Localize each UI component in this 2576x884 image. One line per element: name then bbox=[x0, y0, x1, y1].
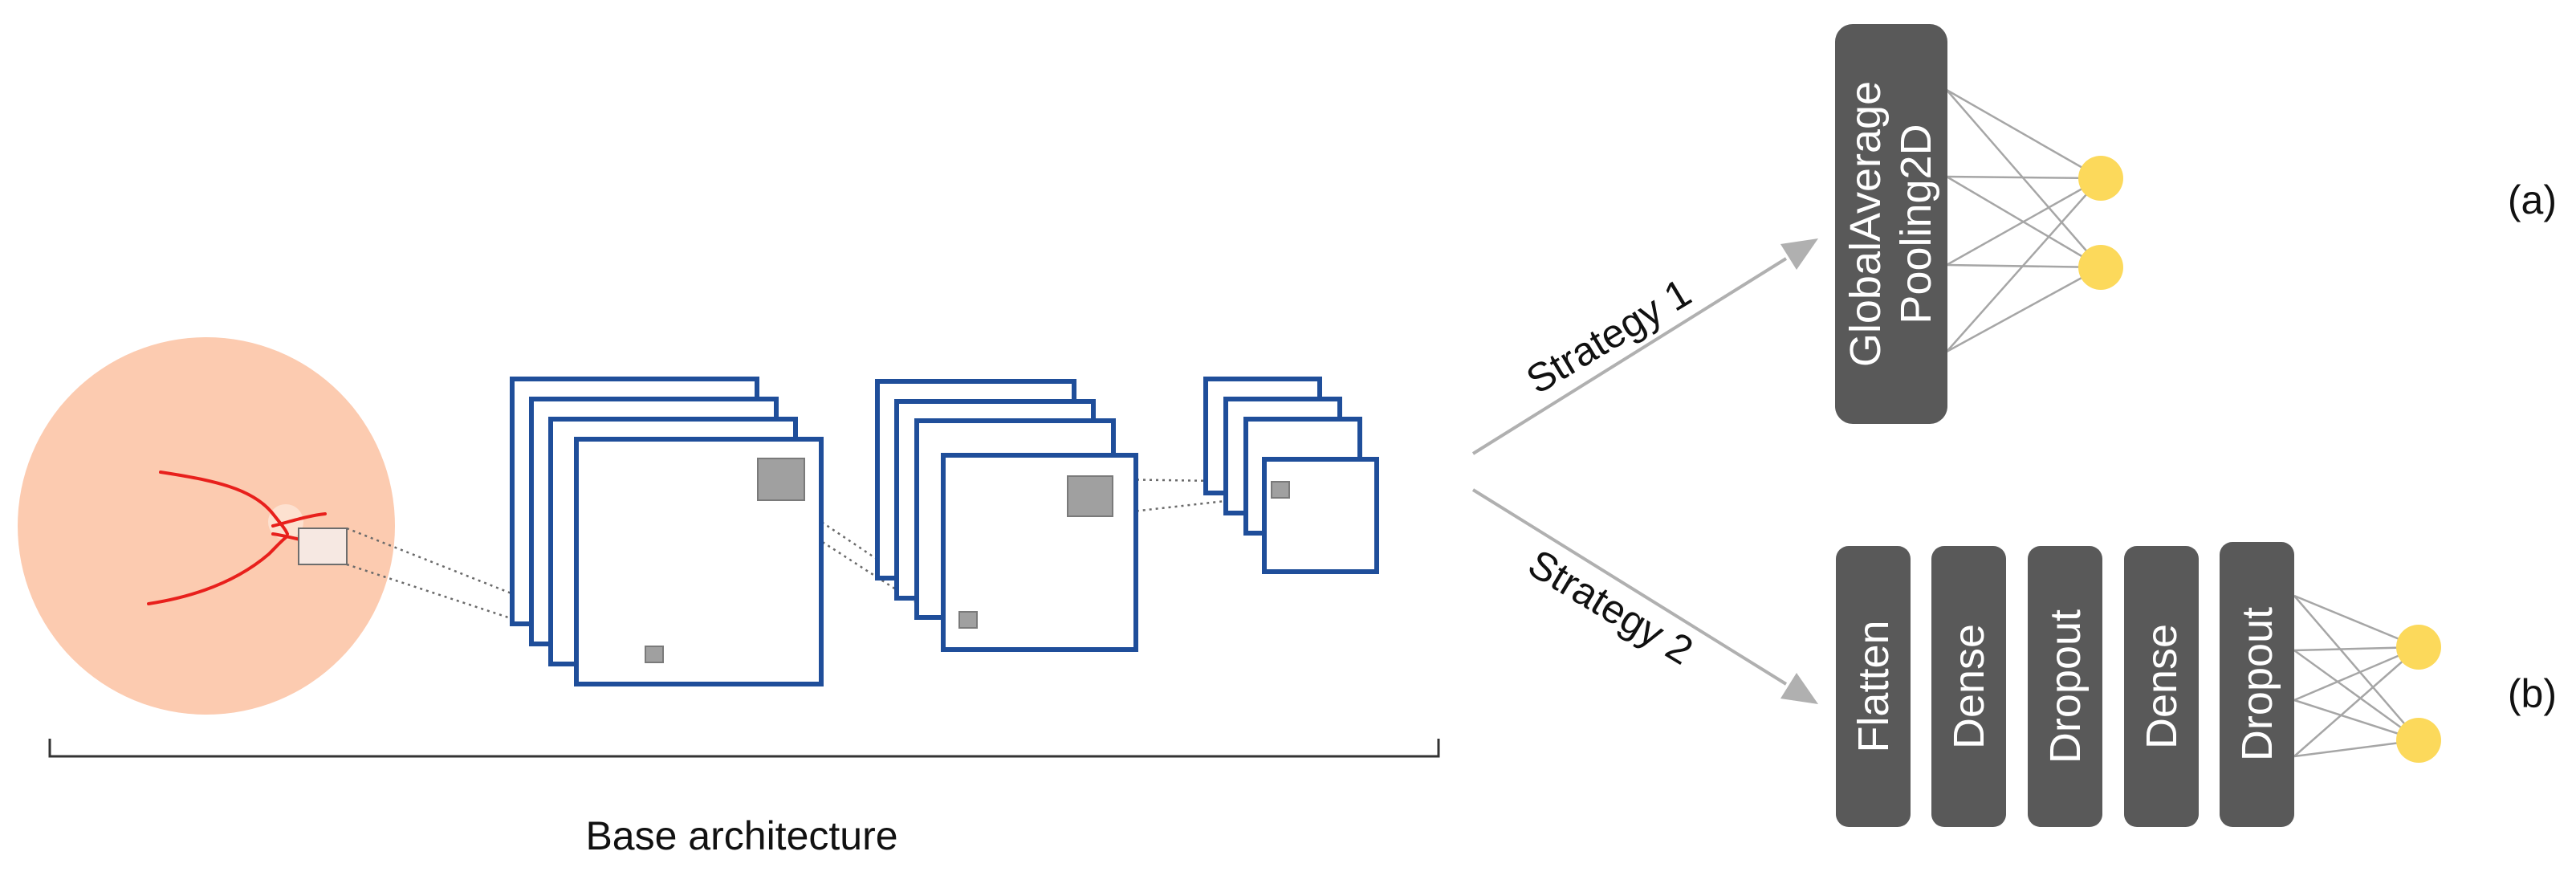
output-node bbox=[2396, 625, 2441, 670]
flatten-block bbox=[1836, 546, 1911, 827]
strategy-1-label: Strategy 1 bbox=[1519, 270, 1699, 402]
base-architecture-label: Base architecture bbox=[585, 813, 897, 858]
feature-point bbox=[645, 646, 664, 663]
strategy-2-block-4: Dense bbox=[2124, 546, 2199, 827]
output-node bbox=[2078, 156, 2123, 201]
output-node bbox=[2396, 718, 2441, 763]
base-bracket bbox=[48, 739, 1440, 758]
dense-label: Dense bbox=[1945, 624, 1993, 749]
feature-point bbox=[958, 611, 978, 629]
input-patch bbox=[298, 528, 348, 565]
feature-map-stack-1 bbox=[510, 377, 824, 686]
feature-map-stack-3 bbox=[1203, 377, 1379, 574]
feature-map bbox=[1262, 457, 1379, 574]
strategy-2-label: Strategy 2 bbox=[1520, 540, 1700, 673]
dropout-block bbox=[2028, 546, 2102, 827]
dense-block bbox=[2124, 546, 2199, 827]
strategy-2-block-3: Dropout bbox=[2028, 546, 2102, 827]
dense-label: Dense bbox=[2138, 624, 2186, 749]
output-node bbox=[2078, 245, 2123, 290]
dense-block bbox=[1931, 546, 2006, 827]
gap-label-line1: GlobalAverage bbox=[1841, 81, 1890, 367]
strategy-2-arrow bbox=[1471, 488, 1818, 704]
dropout-label: Dropout bbox=[2041, 609, 2090, 764]
dropout-label: Dropout bbox=[2233, 607, 2281, 761]
dropout-block bbox=[2220, 542, 2294, 827]
fundus-image bbox=[18, 337, 395, 715]
feature-patch bbox=[757, 458, 805, 501]
strategy-1-arrow bbox=[1471, 238, 1818, 455]
strategy-2-block-1: Flatten bbox=[1836, 546, 1911, 827]
panel-label-b: (b) bbox=[2508, 671, 2557, 716]
panel-label-a: (a) bbox=[2508, 177, 2557, 222]
feature-point bbox=[1271, 481, 1290, 499]
feature-patch bbox=[1067, 475, 1113, 517]
flatten-label: Flatten bbox=[1850, 620, 1898, 752]
strategy-2-block-5: Dropout bbox=[2220, 542, 2294, 827]
fundus-disc bbox=[18, 337, 395, 715]
gap-label-line2: Pooling2D bbox=[1892, 124, 1940, 324]
global-average-pooling-block bbox=[1835, 24, 1947, 424]
strategy-1-connections bbox=[1946, 88, 2102, 353]
strategy-2-block-2: Dense bbox=[1931, 546, 2006, 827]
